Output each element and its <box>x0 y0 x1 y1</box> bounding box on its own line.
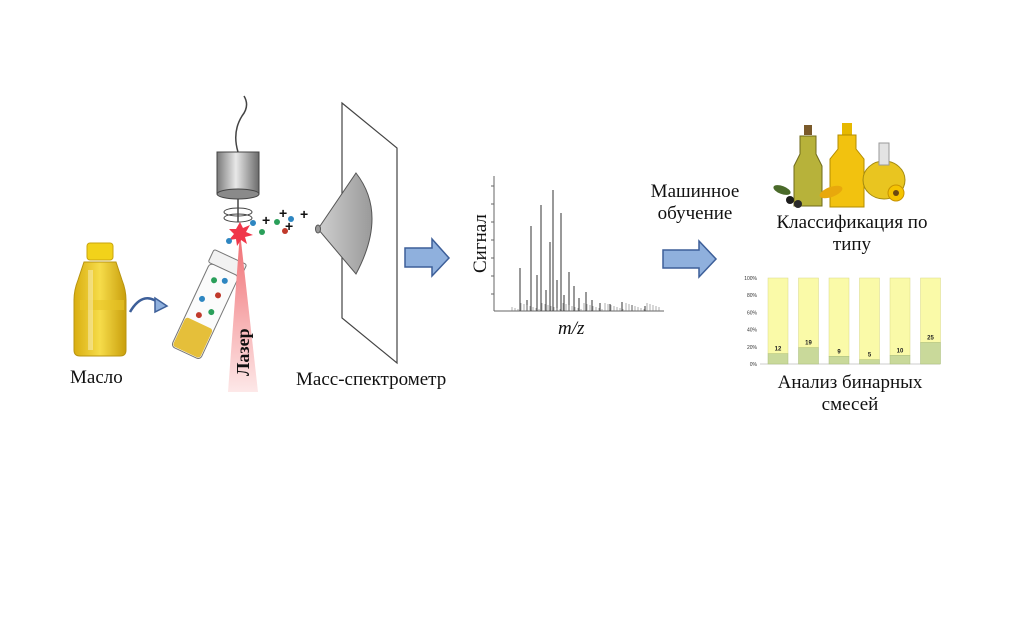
classification-line2: типу <box>832 234 872 255</box>
ion-plus-sign: + <box>279 205 288 221</box>
machine-learning-line1: Машинное <box>650 181 740 202</box>
y-tick-label: 40% <box>747 328 758 334</box>
sample-vial-icon <box>171 249 247 359</box>
bar-segment-top <box>889 277 911 356</box>
mz-axis-label: m/z <box>558 318 585 339</box>
machine-learning-label: Машинное обучение <box>640 181 750 225</box>
ion-plus-sign: + <box>300 206 309 222</box>
machine-learning-line2: обучение <box>657 203 733 224</box>
mass-spectrum-plot <box>491 176 664 312</box>
oil-bottles-icon <box>773 123 906 208</box>
mass-spectrometer-label: Масс-спектрометр <box>296 369 447 390</box>
binary-mixture-bar-chart: 0% 20% 40% 60% 80% 100% 12 19 9 5 10 25 <box>744 276 941 368</box>
curved-arrow-icon <box>128 296 169 314</box>
oil-bottle-icon <box>73 242 127 357</box>
bar-segment-top <box>859 277 880 360</box>
bar-data-label: 9 <box>837 349 841 355</box>
oil-label: Масло <box>70 367 123 388</box>
bar-segment-bottom <box>920 342 941 365</box>
bar-data-label: 12 <box>775 347 782 353</box>
y-tick-label: 20% <box>747 345 758 351</box>
bar-data-label: 5 <box>868 353 872 359</box>
y-tick-label: 100% <box>744 276 757 282</box>
mixture-analysis-line1: Анализ бинарных <box>777 372 923 393</box>
bar-segment-top <box>828 277 850 357</box>
bar-segment-top <box>920 277 941 343</box>
bar-segment-bottom <box>767 353 789 365</box>
classification-label: Классификация по типу <box>762 212 942 256</box>
arrow-right-icon <box>404 237 451 278</box>
laser-spot-icon <box>229 222 253 246</box>
ion-particles <box>226 216 294 244</box>
y-tick-label: 0% <box>750 362 758 368</box>
laser-beam <box>228 222 258 392</box>
mixture-analysis-line2: смесей <box>821 394 879 415</box>
bar-segment-top <box>798 277 819 348</box>
y-tick-label: 60% <box>747 310 758 316</box>
bar-segment-bottom <box>859 359 880 365</box>
bar-segment-bottom <box>798 347 819 365</box>
arrow-right-icon <box>662 239 718 279</box>
mixture-analysis-label: Анализ бинарных смесей <box>760 372 940 416</box>
ionization-probe-icon <box>216 95 260 223</box>
bar-segment-bottom <box>828 356 850 365</box>
bar-segment-bottom <box>889 355 911 365</box>
y-tick-label: 80% <box>747 293 758 299</box>
bar-segment-top <box>767 277 789 354</box>
laser-label: Лазер <box>233 328 253 376</box>
signal-axis-label: Сигнал <box>470 214 491 273</box>
bar-data-label: 25 <box>927 336 934 342</box>
classification-line1: Классификация по <box>776 212 928 233</box>
bar-data-label: 10 <box>897 348 904 354</box>
bar-data-label: 19 <box>805 341 812 347</box>
ion-plus-sign: + <box>262 212 271 228</box>
mass-spectrometer-icon <box>315 101 398 365</box>
ion-plus-sign: + <box>285 218 294 234</box>
